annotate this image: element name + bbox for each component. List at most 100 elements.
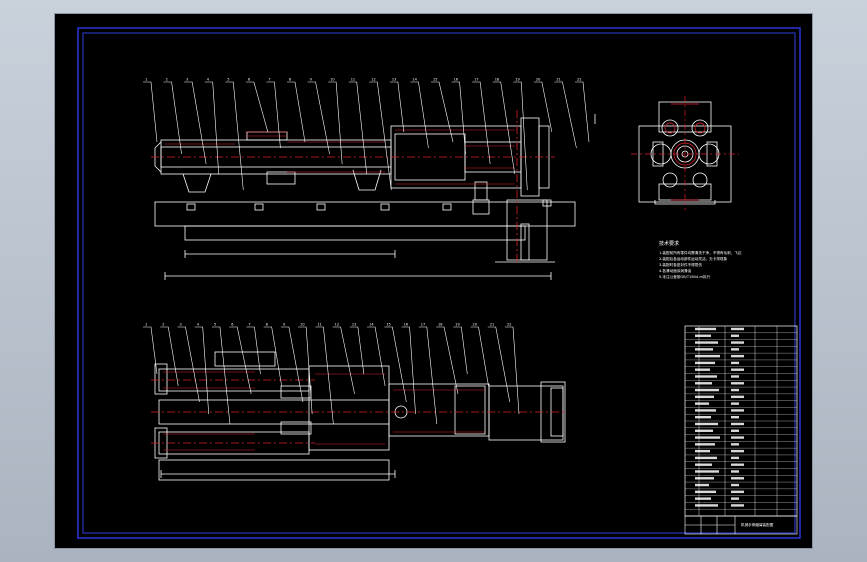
parts-table-cell-glyphs (695, 395, 714, 399)
parts-table-cell-glyphs (731, 402, 739, 405)
bottom-leader-15 (384, 326, 407, 403)
bottom-callout-18: 18 (438, 323, 442, 327)
bottom-leader-6 (229, 326, 252, 395)
bottom-callout-1: 1 (145, 323, 147, 327)
parts-table-cell-glyphs (731, 429, 739, 432)
bottom-callout-11: 11 (317, 323, 321, 327)
top-centerlines (151, 110, 555, 264)
top-callout-2: 2 (166, 78, 168, 82)
parts-table-cell-glyphs (731, 395, 744, 399)
bottom-callout-12: 12 (335, 323, 339, 327)
parts-table-cell-glyphs (695, 429, 713, 432)
bottom-callout-22: 22 (507, 323, 511, 327)
parts-table-cell-glyphs (731, 354, 744, 358)
technical-notes: 技术要求 1.装配前所有零件均需清洗干净，不得有毛刺、飞边 2.装配后各运动部件… (659, 240, 742, 279)
bottom-callout-7: 7 (248, 323, 250, 327)
bottom-centerlines (151, 379, 565, 444)
bottom-leader-14 (367, 326, 386, 387)
top-callout-15: 15 (433, 78, 437, 82)
parts-table-cell-glyphs (731, 497, 739, 500)
parts-table-cell-glyphs (695, 436, 720, 439)
bottom-callout-6: 6 (231, 323, 233, 327)
parts-table-cell-glyphs (731, 375, 739, 378)
parts-table-cell-glyphs (695, 382, 712, 385)
bottom-callout-10: 10 (300, 323, 304, 327)
top-leader-5 (225, 81, 244, 191)
notes-title: 技术要求 (659, 240, 679, 247)
parts-table-cell-glyphs (731, 327, 744, 331)
parts-table-cell-glyphs (695, 477, 714, 480)
parts-table-cell-glyphs (731, 436, 744, 439)
parts-table-cell-glyphs (731, 368, 744, 371)
parts-table-cell-glyphs (731, 443, 739, 446)
top-callout-11: 11 (351, 78, 355, 82)
bottom-leader-8 (263, 326, 282, 387)
bottom-leader-2 (160, 326, 179, 387)
parts-table-cell-glyphs (695, 402, 709, 405)
top-leader-10 (328, 81, 343, 165)
top-leader-13 (389, 81, 405, 133)
top-callout-21: 21 (556, 78, 560, 82)
bottom-callout-8: 8 (266, 323, 268, 327)
top-callout-17: 17 (474, 78, 478, 82)
parts-table-cell-glyphs (731, 422, 744, 426)
bottom-leader-17 (418, 326, 438, 425)
title-block-name: 机械手伸缩臂装配图 (741, 522, 774, 527)
top-callout-3: 3 (186, 78, 188, 82)
top-section-view (154, 114, 596, 280)
parts-table-cell-glyphs (731, 361, 739, 365)
top-leader-18 (492, 81, 516, 175)
notes-line-2: 2.装配后各运动部件运动灵活，无卡滞现象 (659, 256, 728, 261)
parts-table-cell-glyphs (731, 490, 744, 494)
top-callout-7: 7 (268, 78, 270, 82)
top-callout-9: 9 (310, 78, 312, 82)
parts-table-cell-glyphs (695, 354, 720, 358)
bottom-leader-11 (315, 326, 334, 425)
parts-table-cell-glyphs (731, 341, 744, 344)
bottom-callout-21: 21 (490, 323, 494, 327)
parts-table-cell-glyphs (695, 368, 710, 371)
top-leader-11 (348, 81, 368, 175)
notes-line-4: 4.各滑动面涂润滑油 (659, 268, 692, 273)
parts-table-cell-glyphs (695, 361, 715, 365)
top-leader-17 (472, 81, 491, 165)
bottom-leader-12 (332, 326, 355, 395)
parts-list-table (684, 325, 798, 517)
bottom-plan-view (154, 351, 566, 481)
top-hatching (165, 129, 515, 185)
parts-table-cell-glyphs (695, 443, 715, 446)
parts-table-cell-glyphs (731, 416, 739, 419)
top-callout-19: 19 (515, 78, 519, 82)
bottom-callout-17: 17 (421, 323, 425, 327)
bottom-callout-20: 20 (473, 323, 477, 327)
notes-line-1: 1.装配前所有零件均需清洗干净，不得有毛刺、飞边 (659, 250, 742, 255)
top-leader-2 (163, 81, 182, 155)
top-callout-13: 13 (392, 78, 396, 82)
bottom-leader-4 (194, 326, 210, 415)
parts-table-cell-glyphs (695, 490, 716, 494)
top-leader-8 (287, 81, 306, 143)
parts-table-cell-glyphs (731, 348, 739, 351)
outer-border (77, 27, 801, 539)
parts-table-cell-glyphs (731, 382, 744, 385)
parts-table-cell-glyphs (695, 327, 716, 331)
top-callout-5: 5 (227, 78, 229, 82)
bottom-leader-10 (298, 326, 313, 415)
bottom-callout-5: 5 (214, 323, 216, 327)
bottom-leader-18 (436, 326, 459, 395)
top-callout-20: 20 (536, 78, 540, 82)
parts-table-cell-glyphs (695, 497, 711, 500)
bottom-leader-21 (487, 326, 511, 403)
bottom-callout-3: 3 (179, 323, 181, 327)
top-callout-6: 6 (248, 78, 250, 82)
parts-table-cell-glyphs (731, 463, 744, 466)
parts-table-cell-glyphs (695, 409, 716, 412)
parts-table-cell-glyphs (731, 449, 744, 453)
top-callout-8: 8 (289, 78, 291, 82)
top-leader-7 (266, 81, 281, 149)
top-callout-16: 16 (454, 78, 458, 82)
parts-table-cell-glyphs (695, 504, 718, 507)
bottom-callout-19: 19 (455, 323, 459, 327)
parts-table-cell-glyphs (695, 463, 712, 466)
